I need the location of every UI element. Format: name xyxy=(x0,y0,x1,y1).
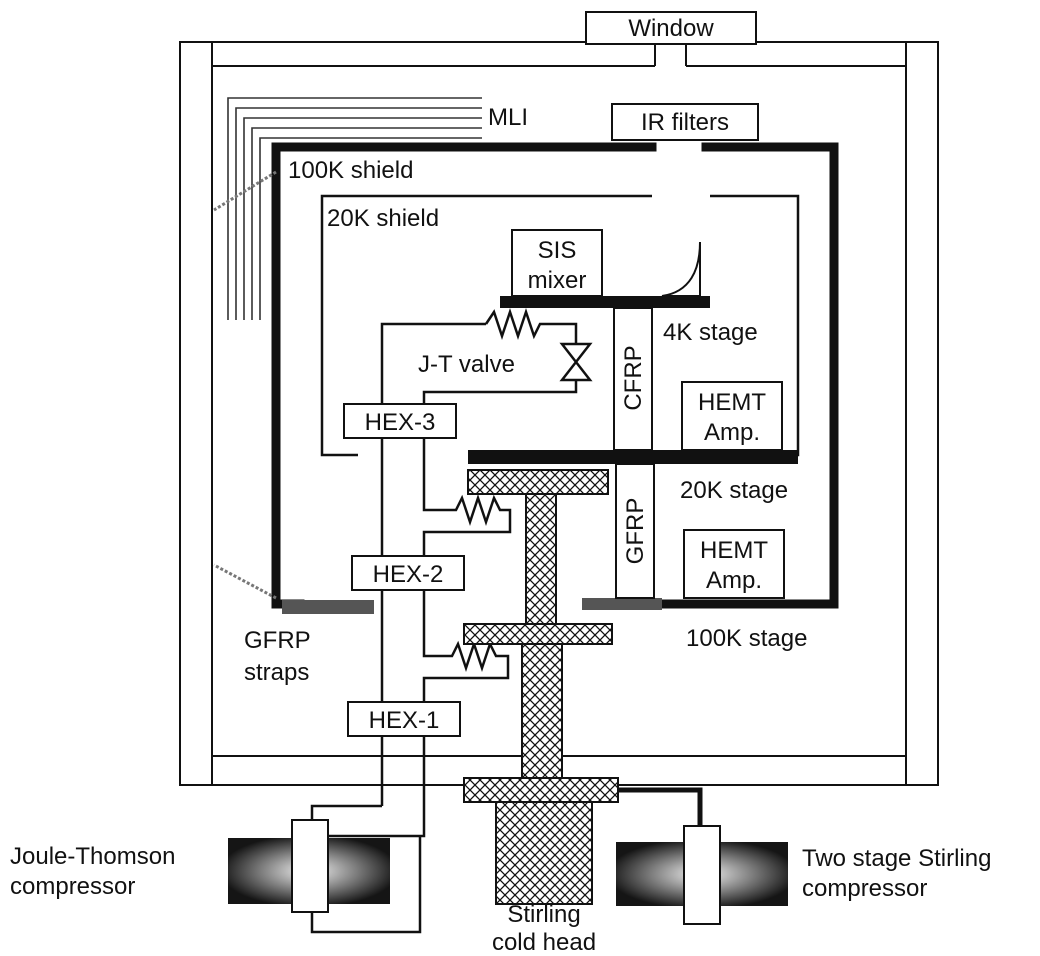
mli-layers xyxy=(227,97,482,320)
ir-filters-label: IR filters xyxy=(641,109,729,136)
hemt-amp-4k xyxy=(681,381,783,451)
stage-20k-label: 20K stage xyxy=(680,477,788,504)
coldhead-label-1: Stirling xyxy=(507,901,580,928)
window-label: Window xyxy=(628,15,714,42)
jt-valve-symbol xyxy=(559,342,593,382)
sis-label-1: SIS xyxy=(538,237,577,264)
ir-filters xyxy=(611,103,759,141)
gfrp-straps xyxy=(213,170,277,600)
stirling-comp-label-1: Two stage Stirling xyxy=(802,845,991,872)
hex-3-label: HEX-3 xyxy=(365,409,436,436)
stirling-cold-finger xyxy=(463,469,619,905)
hex-2-box xyxy=(351,555,465,591)
window: Window xyxy=(585,11,757,66)
gfrp-straps-label-2: straps xyxy=(244,659,309,686)
coldhead-label-2: cold head xyxy=(492,929,596,956)
stage-100k-left-gray xyxy=(282,600,374,614)
stirling-compressor-piston xyxy=(683,825,721,925)
stirling-comp-label-2: compressor xyxy=(802,875,927,902)
stirling-transfer-line xyxy=(618,787,703,826)
hemt2-label-2: Amp. xyxy=(706,567,762,594)
jt-comp-label-2: compressor xyxy=(10,873,135,900)
shield-100k-label: 100K shield xyxy=(288,157,413,184)
hex-3-box xyxy=(343,403,457,439)
gfrp-straps-label-1: GFRP xyxy=(244,627,311,654)
cfrp-support xyxy=(613,307,653,451)
hemt1-label-2: Amp. xyxy=(704,419,760,446)
stage-4k-label: 4K stage xyxy=(663,319,758,346)
stage-100k-right-gray xyxy=(582,598,662,610)
jt-comp-label-1: Joule-Thomson xyxy=(10,843,175,870)
hex-1-box xyxy=(347,701,461,737)
jt-compressor-return xyxy=(310,836,422,934)
sis-label-2: mixer xyxy=(528,267,587,294)
shield-20k-label: 20K shield xyxy=(327,205,439,232)
mli-label: MLI xyxy=(488,104,528,131)
gfrp-support xyxy=(615,463,655,599)
feed-horn xyxy=(661,241,701,297)
gfrp-label: GFRP xyxy=(622,498,649,565)
jt-compressor-piston xyxy=(291,819,329,913)
hex-piping xyxy=(310,432,512,838)
jt-valve-label: J-T valve xyxy=(418,351,515,378)
hemt-amp-20k xyxy=(683,529,785,599)
stage-20k-plate xyxy=(468,450,798,464)
cfrp-label: CFRP xyxy=(620,345,647,410)
stage-100k-label: 100K stage xyxy=(686,625,807,652)
hex-2-label: HEX-2 xyxy=(373,561,444,588)
hex-1-label: HEX-1 xyxy=(369,707,440,734)
stage-4k-plate xyxy=(500,296,710,308)
hemt2-label-1: HEMT xyxy=(700,537,768,564)
hemt1-label-1: HEMT xyxy=(698,389,766,416)
